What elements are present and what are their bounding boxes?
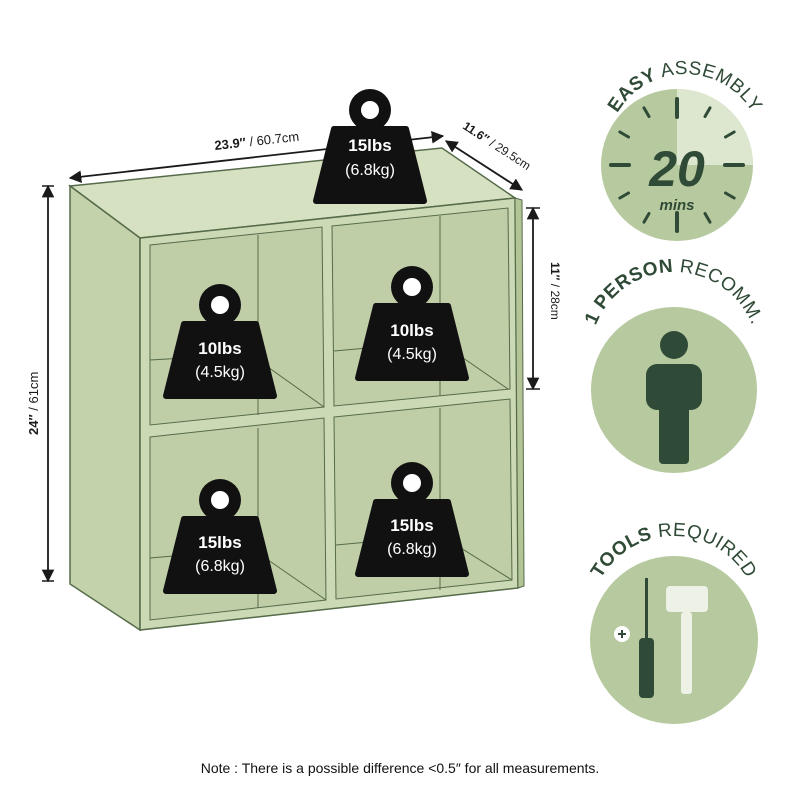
tools-circle — [590, 556, 758, 724]
badge-one-person: 1 PERSON RECOMM. — [581, 256, 767, 473]
weight-upper-right: 10lbs (4.5kg) — [355, 266, 469, 381]
weight-icon — [355, 462, 469, 577]
dimension-cube-height: 11″ / 28cm — [526, 206, 562, 391]
clock-tick — [723, 191, 736, 200]
weight-upper-right-lbs: 10lbs — [390, 321, 433, 340]
clock-tick — [618, 191, 631, 200]
weight-lower-right: 15lbs (6.8kg) — [355, 462, 469, 577]
dimension-height: 24″ / 61cm — [26, 184, 55, 583]
weight-lower-right-kg: (6.8kg) — [387, 541, 437, 558]
weight-top-kg: (6.8kg) — [345, 162, 395, 179]
weight-lower-right-lbs: 15lbs — [390, 516, 433, 535]
assembly-unit: mins — [659, 197, 694, 214]
svg-text:24″ / 61cm: 24″ / 61cm — [26, 372, 41, 435]
weight-icon — [313, 89, 427, 204]
weight-top: 15lbs (6.8kg) — [313, 89, 427, 204]
person-icon — [646, 331, 702, 464]
cube-cm: / 28cm — [548, 284, 562, 320]
weight-lower-left-kg: (6.8kg) — [195, 558, 245, 575]
plus-icon — [614, 626, 630, 642]
clock-icon — [609, 97, 745, 233]
mallet-icon — [666, 586, 708, 694]
clock-tick — [618, 130, 631, 139]
weight-top-lbs: 15lbs — [348, 136, 391, 155]
depth-inches: 11.6″ — [460, 119, 492, 146]
clock-tick — [703, 211, 712, 224]
svg-text:11″ / 28cm: 11″ / 28cm — [548, 262, 562, 320]
cube-inches: 11″ — [548, 262, 562, 281]
clock-tick — [642, 211, 651, 224]
assembly-minutes: 20 — [648, 141, 705, 197]
weight-upper-left-lbs: 10lbs — [198, 339, 241, 358]
weight-lower-left: 15lbs (6.8kg) — [163, 479, 277, 594]
clock-progress-wedge — [677, 89, 753, 165]
svg-text:23.9″ / 60.7cm: 23.9″ / 60.7cm — [214, 129, 300, 153]
weight-lower-left-lbs: 15lbs — [198, 533, 241, 552]
height-inches: 24″ — [26, 414, 41, 435]
weight-icon — [163, 479, 277, 594]
width-inches: 23.9″ — [214, 135, 247, 153]
depth-cm: / 29.5cm — [487, 136, 533, 173]
shelf-right-edge — [514, 197, 525, 589]
measurement-note: Note : There is a possible difference <0… — [200, 760, 600, 776]
clock-tick — [642, 106, 651, 119]
weight-upper-right-kg: (4.5kg) — [387, 346, 437, 363]
shelf-left-side — [69, 184, 141, 632]
clock-tick — [703, 106, 712, 119]
screwdriver-icon — [639, 578, 654, 698]
width-cm: / 60.7cm — [249, 129, 300, 149]
clock-tick — [723, 130, 736, 139]
tools-icon — [614, 578, 708, 698]
height-cm: / 61cm — [26, 372, 41, 411]
weight-icon — [163, 284, 277, 399]
weight-upper-left: 10lbs (4.5kg) — [163, 284, 277, 399]
weight-upper-left-kg: (4.5kg) — [195, 364, 245, 381]
svg-text:11.6″ / 29.5cm: 11.6″ / 29.5cm — [460, 119, 533, 173]
badge-easy-assembly: EASY ASSEMBLY 20 mins — [601, 58, 766, 241]
weight-icon — [355, 266, 469, 381]
badge-tools-required: TOOLS REQUIRED — [587, 520, 760, 724]
